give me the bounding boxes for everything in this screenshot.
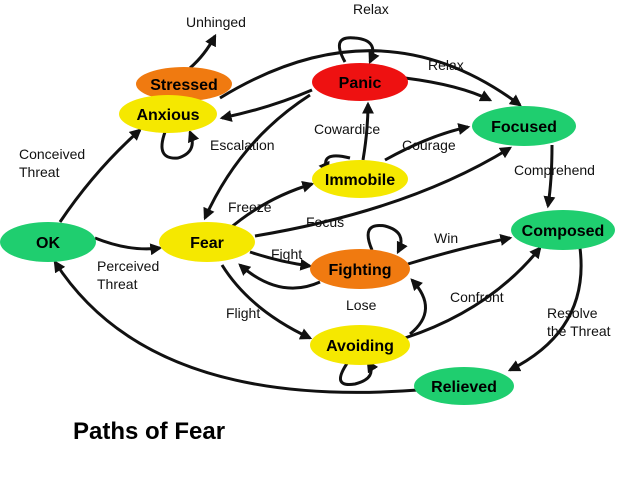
label-unhinged: Unhinged: [186, 14, 246, 30]
edge-relieved-ok: [53, 259, 419, 394]
label-win: Win: [434, 230, 458, 246]
edge-escalation: [203, 93, 311, 221]
edge-confront-composed: [404, 246, 542, 340]
edge-avoiding-loop: [339, 359, 379, 387]
label-comprehend: Comprehend: [514, 162, 595, 178]
label-relax-panic: Relax: [428, 57, 464, 73]
node-avoiding: Avoiding: [310, 325, 410, 365]
edge-win: [407, 233, 513, 266]
label-conceived-1: Conceived: [19, 146, 85, 162]
edge-fighting-loop: [366, 224, 408, 255]
label-confront: Confront: [450, 289, 504, 305]
edge-focus: [254, 146, 513, 238]
edge-flight: [220, 264, 313, 340]
label-conceived-2: Threat: [19, 164, 60, 180]
diagram-title: Paths of Fear: [73, 418, 225, 445]
edge-fight: [249, 250, 313, 271]
label-cowardice: Cowardice: [314, 121, 380, 137]
label-courage: Courage: [402, 137, 456, 153]
edge-relax-panic: [404, 76, 493, 102]
edges: [53, 33, 583, 394]
node-anxious-label: Anxious: [136, 107, 199, 124]
label-resolve-2: the Threat: [547, 323, 611, 339]
node-immobile-label: Immobile: [325, 172, 395, 189]
label-focus: Focus: [306, 214, 344, 230]
node-stressed-label: Stressed: [150, 77, 218, 94]
node-panic: Panic: [312, 63, 408, 101]
node-panic-label: Panic: [339, 75, 382, 92]
node-avoiding-label: Avoiding: [326, 338, 394, 355]
node-focused-label: Focused: [491, 119, 557, 136]
edge-labels: Unhinged Relax Relax Cowardice Courage E…: [19, 1, 611, 339]
node-relieved-label: Relieved: [431, 379, 497, 396]
nodes: Stressed Anxious Panic Focused Immobile …: [0, 63, 615, 405]
node-anxious: Anxious: [119, 95, 217, 133]
node-composed: Composed: [511, 210, 615, 250]
edge-cowardice: [361, 101, 374, 161]
node-stressed: Stressed: [136, 67, 232, 101]
label-perceived-1: Perceived: [97, 258, 159, 274]
node-fear: Fear: [159, 222, 255, 262]
label-flight: Flight: [226, 305, 260, 321]
edge-unhinged: [189, 33, 217, 70]
node-ok: OK: [0, 222, 96, 262]
node-fear-label: Fear: [190, 235, 224, 252]
edge-confront-fighting: [409, 278, 427, 336]
edge-freeze: [227, 180, 315, 232]
edge-perceived-threat: [94, 236, 163, 256]
edge-lose: [238, 263, 321, 290]
label-relax-top: Relax: [353, 1, 389, 17]
edge-resolve-threat: [507, 247, 583, 372]
edge-conceived-threat: [58, 128, 142, 223]
edge-anxious-loop: [160, 129, 200, 160]
node-focused: Focused: [472, 106, 576, 146]
edge-panic-loop: [337, 36, 380, 65]
edge-courage: [384, 123, 471, 162]
node-immobile: Immobile: [312, 160, 408, 198]
node-fighting: Fighting: [310, 249, 410, 289]
label-fight: Fight: [271, 246, 302, 262]
label-escalation: Escalation: [210, 137, 275, 153]
label-lose: Lose: [346, 297, 377, 313]
label-resolve-1: Resolve: [547, 305, 598, 321]
node-composed-label: Composed: [522, 223, 605, 240]
node-relieved: Relieved: [414, 367, 514, 405]
label-freeze: Freeze: [228, 199, 272, 215]
edge-panic-anxious: [219, 88, 313, 122]
node-ok-label: OK: [36, 235, 60, 252]
edge-comprehend: [543, 144, 556, 209]
node-fighting-label: Fighting: [328, 262, 391, 279]
label-perceived-2: Threat: [97, 276, 138, 292]
